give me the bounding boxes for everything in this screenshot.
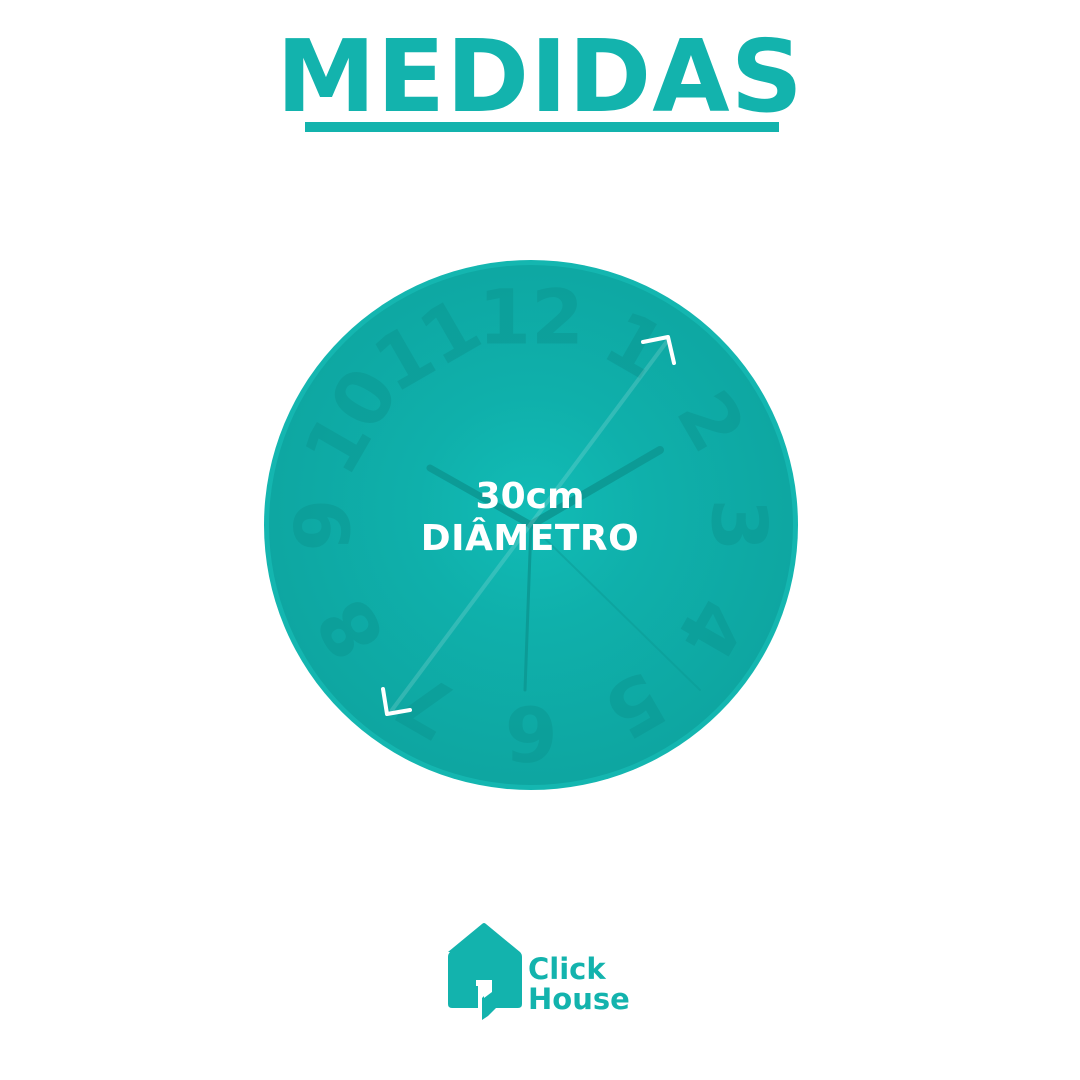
clock-numeral-3: 3: [695, 499, 784, 552]
minute-hand: [426, 464, 535, 529]
house-icon: [448, 923, 522, 1020]
second-hand-tail: [530, 524, 701, 691]
brand-name-line2: House: [528, 982, 630, 1016]
page-title: MEDIDAS: [276, 18, 804, 135]
arrow-head-bottom: [381, 687, 412, 716]
brand-name-line1: Click: [528, 952, 606, 986]
clock-numeral-6: 6: [505, 689, 558, 778]
brand-logo: Click House: [444, 922, 644, 1022]
title-underline: [305, 122, 779, 132]
clock-numeral-12: 12: [478, 273, 584, 362]
clock-hands: [426, 446, 701, 692]
diameter-label: DIÂMETRO: [420, 518, 640, 559]
clock-numeral-9: 9: [279, 499, 368, 552]
diameter-value: 30cm: [475, 476, 585, 517]
hour-hand: [527, 446, 664, 529]
arrow-head-top: [641, 335, 676, 365]
diameter-arrow: [381, 335, 676, 716]
second-hand: [523, 523, 533, 692]
